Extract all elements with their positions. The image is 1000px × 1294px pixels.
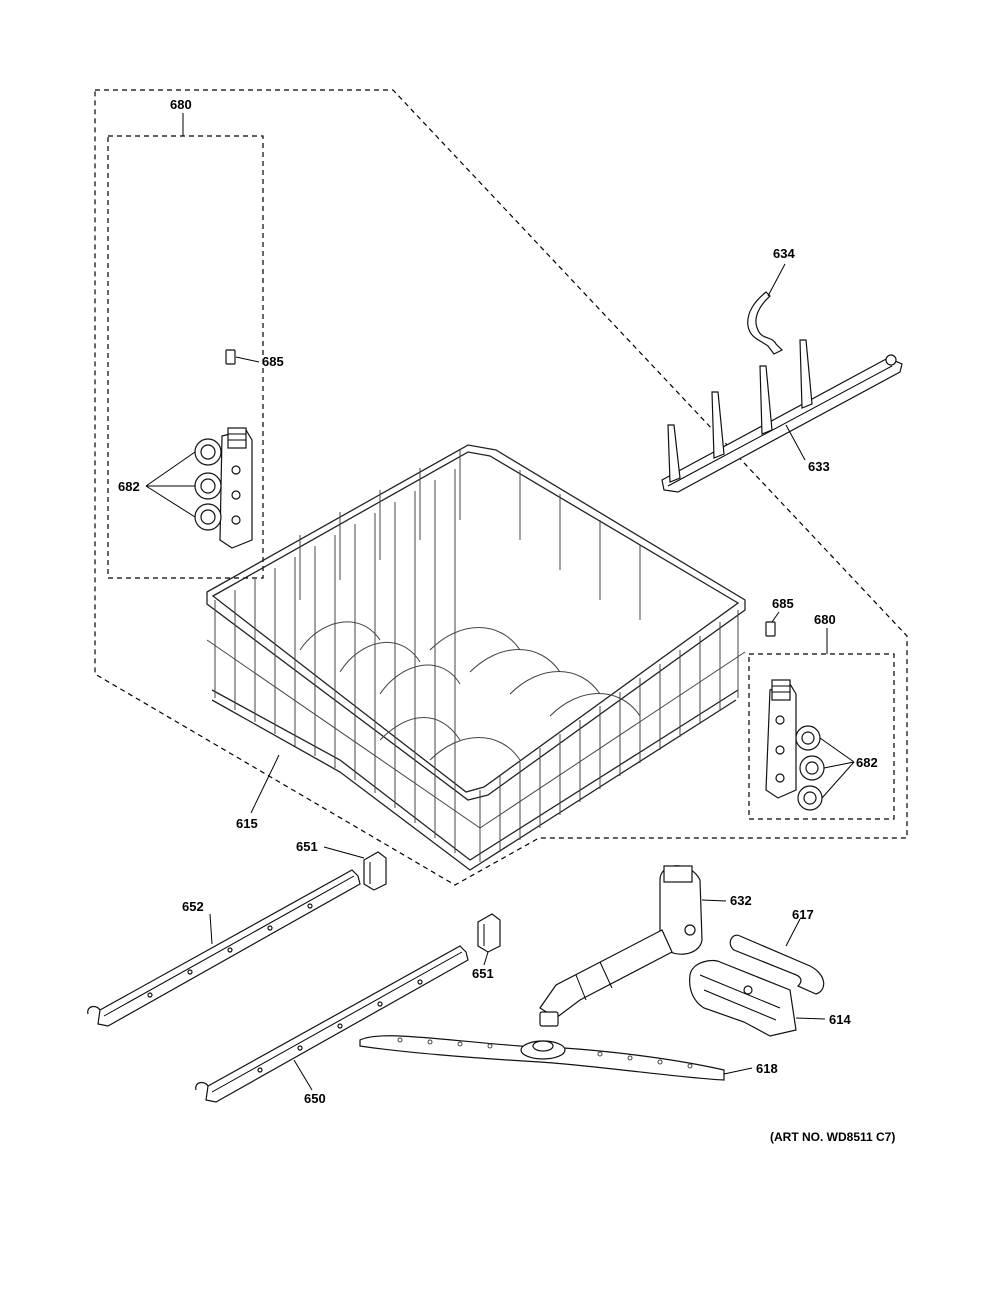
housing-614 (689, 959, 797, 1037)
label-632: 632 (730, 893, 752, 908)
tine-row-633 (661, 339, 903, 493)
label-685-left: 685 (262, 354, 284, 369)
label-650: 650 (304, 1091, 326, 1106)
label-634: 634 (773, 246, 795, 261)
rail-650 (195, 945, 469, 1103)
label-614: 614 (829, 1012, 851, 1027)
clip-634 (747, 291, 784, 355)
label-617: 617 (792, 907, 814, 922)
label-682-left: 682 (118, 479, 140, 494)
hose-617 (729, 934, 825, 995)
art-number: (ART NO. WD8511 C7) (770, 1130, 896, 1144)
clip-685-right (765, 621, 776, 637)
label-680-left: 680 (170, 97, 192, 112)
roller-assembly-box-right (748, 653, 895, 820)
label-685-right: 685 (772, 596, 794, 611)
manifold-632 (539, 865, 703, 1027)
label-618: 618 (756, 1061, 778, 1076)
label-651-lower: 651 (472, 966, 494, 981)
label-615: 615 (236, 816, 258, 831)
leader-lines (145, 113, 855, 1091)
label-680-right: 680 (814, 612, 836, 627)
upper-rack-615 (206, 444, 746, 871)
roller-assembly-left (194, 427, 253, 549)
rack-assembly-outline (94, 89, 908, 886)
rack-clip-651-upper (363, 851, 387, 891)
clip-685-left (225, 349, 236, 365)
rack-clip-651-lower (477, 913, 501, 953)
roller-assembly-box-left (107, 135, 264, 579)
label-652: 652 (182, 899, 204, 914)
label-682-right: 682 (856, 755, 878, 770)
label-651-upper: 651 (296, 839, 318, 854)
label-633: 633 (808, 459, 830, 474)
spray-arm-618 (359, 1035, 725, 1081)
rail-652 (87, 869, 361, 1027)
roller-assembly-right (765, 679, 825, 811)
